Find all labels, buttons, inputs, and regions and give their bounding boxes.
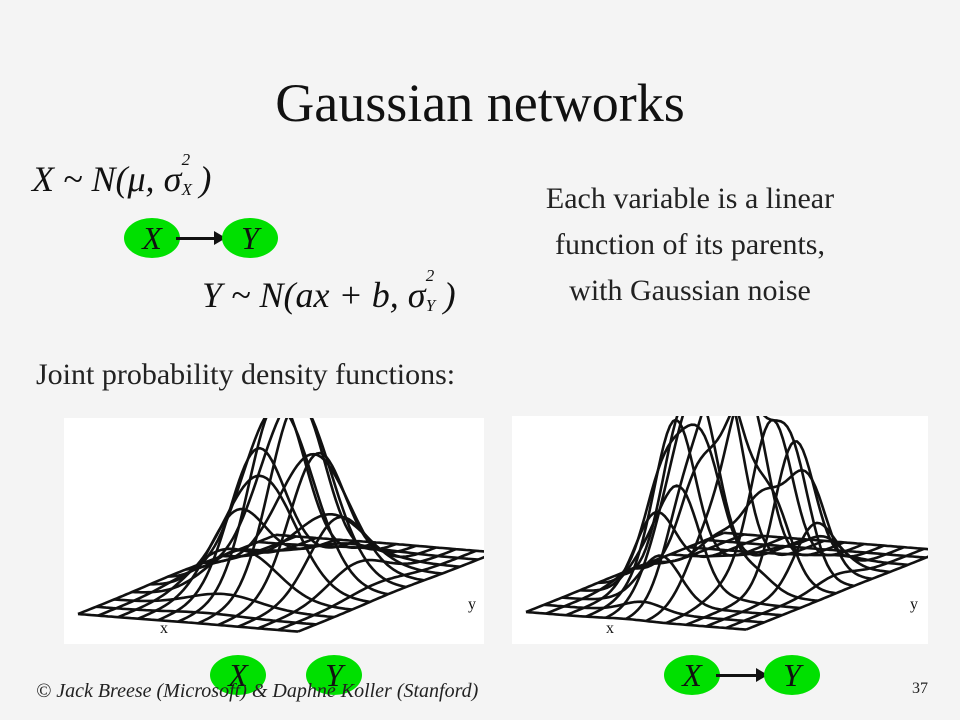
surface-grid-line bbox=[185, 418, 407, 589]
description-text: Each variable is a linear function of it… bbox=[470, 176, 910, 314]
surface-grid-line bbox=[167, 418, 389, 596]
surface-grid-line bbox=[277, 549, 477, 632]
surface-plot-dependent-svg bbox=[525, 416, 928, 631]
surface-grid-line bbox=[597, 423, 819, 602]
description-line-3: with Gaussian noise bbox=[569, 274, 811, 307]
arrow-x-to-y-bottom bbox=[716, 668, 768, 682]
surface-plot-independent-svg bbox=[77, 418, 484, 633]
surface-grid-line bbox=[237, 515, 437, 628]
eq-y-sigma-sub: Y bbox=[425, 296, 436, 315]
surface-grid-line bbox=[177, 418, 377, 623]
surface-plot-dependent: x y bbox=[512, 416, 928, 644]
node-x-top: X bbox=[124, 218, 180, 258]
surface-grid-line bbox=[95, 605, 317, 626]
plot-left-y-label: y bbox=[468, 596, 476, 613]
page-number: 37 bbox=[912, 680, 928, 697]
surface-grid-line bbox=[257, 540, 479, 561]
eq-y-mid: ax + b, bbox=[295, 275, 399, 315]
eq-y-sigma-sup: 2 bbox=[425, 266, 435, 285]
eq-x-sigma-sup: 2 bbox=[181, 150, 191, 169]
surface-grid-line bbox=[525, 610, 747, 631]
surface-grid-line bbox=[239, 542, 461, 568]
surface-grid-line bbox=[221, 513, 443, 575]
surface-grid-line bbox=[297, 555, 484, 633]
joint-pdf-label: Joint probability density functions: bbox=[36, 358, 456, 391]
surface-grid-line bbox=[113, 592, 335, 619]
surface-grid-line bbox=[257, 547, 457, 630]
eq-x-tilde: ~ bbox=[63, 159, 83, 199]
surface-grid-line bbox=[651, 468, 873, 581]
arrow-x-to-y-top bbox=[176, 231, 226, 245]
eq-y-lhs: Y bbox=[202, 275, 223, 315]
node-x-bottom-right: X bbox=[664, 655, 720, 695]
eq-y-close: ) bbox=[443, 275, 456, 315]
surface-grid-line bbox=[615, 416, 837, 595]
surface-grid-line bbox=[723, 531, 928, 551]
eq-x-mu: μ, bbox=[127, 159, 155, 199]
node-y-top: Y bbox=[222, 218, 278, 258]
description-line-2: function of its parents, bbox=[555, 228, 825, 261]
eq-y-tilde: ~ bbox=[231, 275, 251, 315]
eq-x-close: ) bbox=[199, 159, 212, 199]
surface-grid-line bbox=[561, 554, 783, 617]
eq-x-lhs: X bbox=[32, 159, 54, 199]
footer-credit: © Jack Breese (Microsoft) & Daphne Kolle… bbox=[36, 680, 479, 702]
plot-left-x-label: x bbox=[160, 620, 168, 637]
surface-grid-line bbox=[705, 538, 927, 559]
surface-plot-independent: x y bbox=[64, 418, 484, 644]
plot-right-y-label: y bbox=[910, 596, 918, 613]
surface-grid-line bbox=[745, 555, 928, 631]
surface-grid-line bbox=[687, 545, 909, 567]
surface-grid-line bbox=[275, 533, 484, 553]
surface-grid-line bbox=[77, 533, 277, 616]
description-line-1: Each variable is a linear bbox=[545, 182, 835, 215]
surface-grid-line bbox=[77, 612, 299, 633]
surface-grid-line bbox=[579, 484, 801, 610]
plot-right-x-label: x bbox=[606, 620, 614, 637]
surface-grid-line bbox=[204, 452, 425, 582]
surface-grid-line bbox=[565, 510, 765, 617]
eq-y-fn: N( bbox=[259, 275, 296, 315]
node-y-bottom-right: Y bbox=[764, 655, 820, 695]
node-y-bottom-left: Y bbox=[306, 655, 362, 695]
surface-grid-line bbox=[543, 600, 765, 624]
eq-x-sigma-sub: X bbox=[181, 180, 192, 199]
slide-title: Gaussian networks bbox=[275, 73, 685, 133]
eq-x-fn: N( bbox=[91, 159, 128, 199]
node-x-bottom-left: X bbox=[210, 655, 266, 695]
surface-grid-line bbox=[725, 547, 925, 630]
